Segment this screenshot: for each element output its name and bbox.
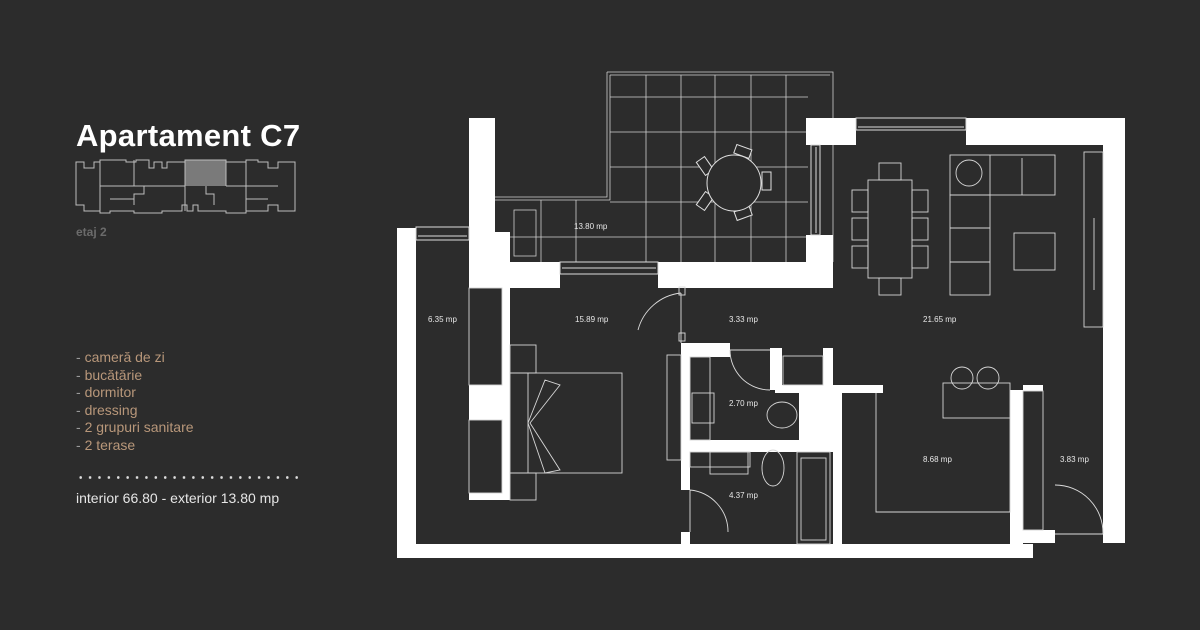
highlighted-apartment xyxy=(185,160,226,186)
room-area-hall: 3.33 mp xyxy=(729,315,758,324)
feature-item: - cameră de zi xyxy=(76,349,194,367)
area-summary: interior 66.80 - exterior 13.80 mp xyxy=(76,490,280,506)
feature-item: - 2 grupuri sanitare xyxy=(76,419,194,437)
room-area-bedroom: 15.89 mp xyxy=(575,315,609,324)
feature-item: - 2 terase xyxy=(76,437,194,455)
feature-dash: - xyxy=(76,349,85,365)
terrace-table-set xyxy=(695,143,772,222)
room-area-living: 21.65 mp xyxy=(923,315,957,324)
feature-label: dressing xyxy=(84,401,138,418)
walls xyxy=(397,118,1125,558)
feature-label: 2 terase xyxy=(84,436,136,453)
apartment-title: Apartament C7 xyxy=(76,118,301,153)
dotted-divider xyxy=(76,476,300,479)
feature-item: - bucătărie xyxy=(76,367,194,385)
feature-dash: - xyxy=(76,401,85,418)
feature-dash: - xyxy=(76,366,85,383)
building-outline xyxy=(75,159,296,214)
feature-label: cameră de zi xyxy=(84,349,165,365)
room-area-bathroom-small: 2.70 mp xyxy=(729,399,758,408)
windows xyxy=(415,117,967,275)
building-key-plan xyxy=(75,159,296,214)
kitchen xyxy=(875,366,1044,531)
feature-dash: - xyxy=(76,436,85,453)
feature-item: - dressing xyxy=(76,402,194,420)
room-area-bathroom-large: 4.37 mp xyxy=(729,491,758,500)
room-area-terrace: 13.80 mp xyxy=(574,222,608,231)
doors xyxy=(637,286,1104,535)
feature-label: 2 grupuri sanitare xyxy=(84,419,194,436)
feature-item: - dormitor xyxy=(76,384,194,402)
room-area-kitchen: 8.68 mp xyxy=(923,455,952,464)
wardrobe xyxy=(1083,151,1104,328)
room-area-dressing: 6.35 mp xyxy=(428,315,457,324)
bathroom-fixtures xyxy=(689,355,831,545)
dining-table xyxy=(851,162,929,296)
terrace-tiles xyxy=(495,71,834,262)
feature-list: - cameră de zi - bucătărie - dormitor - … xyxy=(76,349,194,455)
room-area-entry: 3.83 mp xyxy=(1060,455,1089,464)
feature-label: dormitor xyxy=(84,384,136,401)
feature-label: bucătărie xyxy=(84,366,143,383)
furniture xyxy=(468,151,1104,545)
sofa xyxy=(949,154,1056,296)
bedroom-wardrobe xyxy=(666,354,682,461)
feature-dash: - xyxy=(76,419,85,436)
bed xyxy=(468,287,623,501)
room-labels: 13.80 mp 6.35 mp 15.89 mp 3.33 mp 21.65 … xyxy=(428,222,1089,500)
feature-dash: - xyxy=(76,384,85,401)
floor-label: etaj 2 xyxy=(76,225,107,239)
